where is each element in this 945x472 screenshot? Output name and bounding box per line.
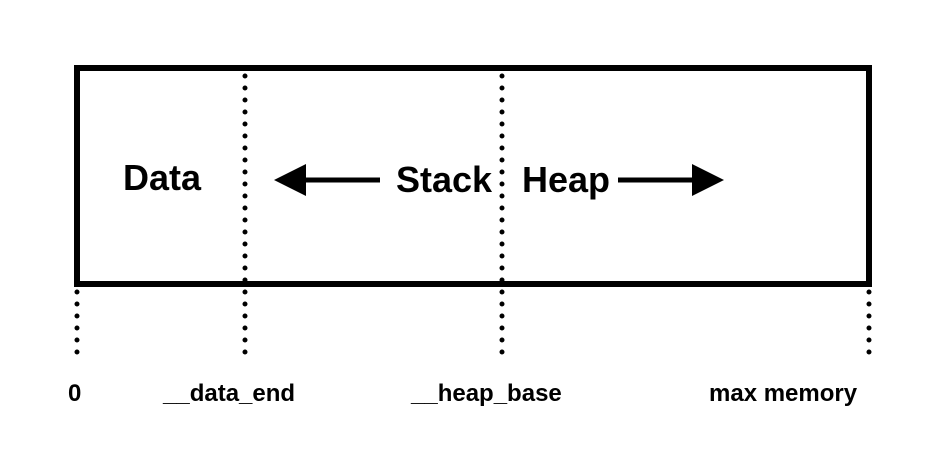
data-region-label: Data [123,157,202,198]
heap-region-label: Heap [522,159,610,200]
address-heap-base-label: __heap_base [410,380,562,407]
stack-region-label: Stack [396,159,493,200]
stack-growth-arrow [274,164,380,196]
address-max-memory-label: max memory [709,380,858,407]
address-data-end-label: __data_end [162,380,295,407]
address-zero-label: 0 [68,380,81,407]
heap-growth-arrow [618,164,724,196]
memory-block [74,65,872,287]
